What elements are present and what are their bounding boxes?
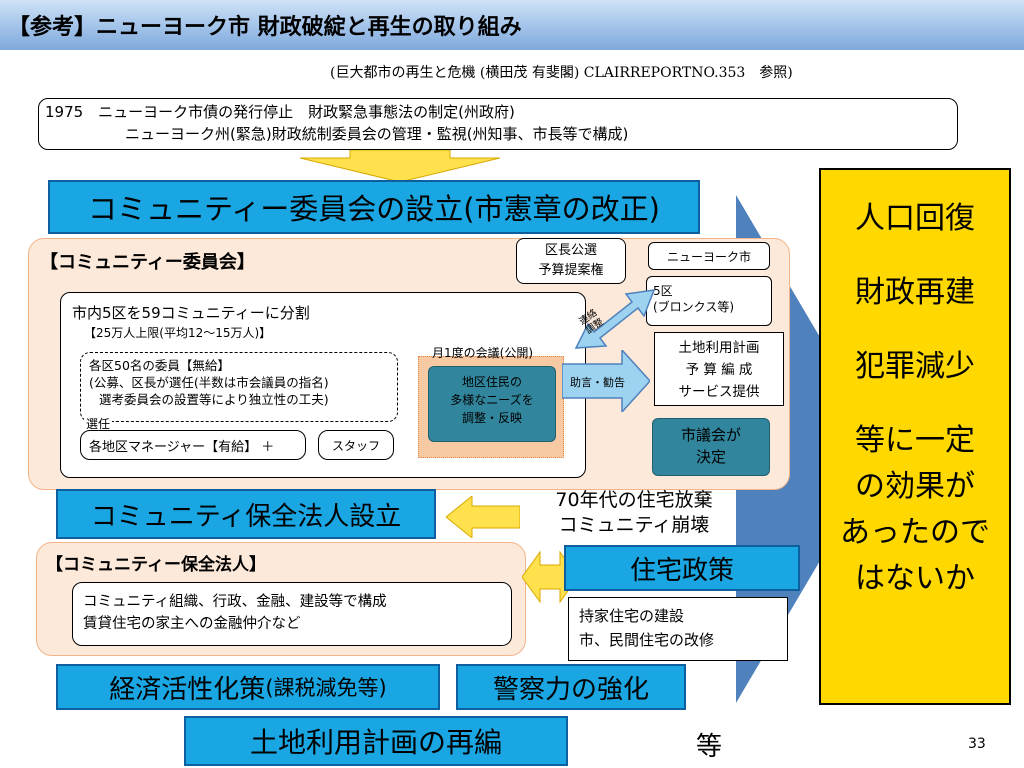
conclusion-line-2: 財政再建 (855, 275, 975, 310)
title-bar: 【参考】ニューヨーク市 財政破綻と再生の取り組み (0, 0, 1024, 50)
monthly-meeting-label: 月1度の会議(公開) (432, 346, 533, 360)
select-label: 選任 (84, 415, 113, 432)
economy-main: 経済活性化策 (109, 674, 266, 705)
cpc-detail-line-1: コミュニティ組織、行政、金融、建設等で構成 (83, 594, 387, 610)
mayor-power-line-1: 区長公選 (544, 243, 597, 258)
landuse-budget-box: 土地利用計画 予 算 編 成 サービス提供 (654, 332, 784, 406)
council-line-1: 市議会が (680, 426, 741, 444)
fiscal-line-2: ニューヨーク州(緊急)財政統制委員会の管理・監視(州知事、市長等で構成) (125, 125, 629, 143)
residents-line-1: 地区住民の (461, 375, 522, 389)
economy-header: 経済活性化策(課税減免等) (56, 664, 440, 710)
cpc-label: 【コミュニティー保全法人】 (46, 555, 266, 575)
district-split-text: 市内5区を59コミュニティーに分割 (72, 304, 310, 322)
residents-line-2: 多様なニーズを (450, 393, 534, 407)
left-arrow-icon (446, 496, 520, 538)
advice-label: 助言・勧告 (570, 376, 625, 389)
etc-text: 等 (696, 732, 723, 762)
economy-sub: (課税減免等) (265, 676, 387, 700)
community-committee-header: コミュニティー委員会の設立(市憲章の改正) (48, 180, 700, 234)
cpc-detail-box: コミュニティ組織、行政、金融、建設等で構成 賃貸住宅の家主への金融仲介など (72, 582, 512, 646)
council-line-2: 決定 (695, 448, 726, 466)
conclusion-box: 人口回復 財政再建 犯罪減少 等に一定 の効果が あったので はないか (819, 168, 1011, 705)
police-header: 警察力の強化 (456, 664, 686, 710)
borough-line-1: 5区 (653, 284, 673, 298)
conclusion-line-1: 人口回復 (855, 201, 975, 236)
landuse-line-1: 土地利用計画 (678, 340, 760, 356)
landuse-line-2: 予 算 編 成 (685, 362, 753, 378)
members-line-1: 各区50名の委員【無給】 (89, 358, 230, 373)
housing-detail-box: 持家住宅の建設 市、民間住宅の改修 (568, 597, 788, 661)
fiscal-line-1: 1975 ニューヨーク市債の発行停止 財政緊急事態法の制定(州政府) (45, 103, 515, 121)
conclusion-line-3: 犯罪減少 (855, 349, 975, 384)
housing-line-1: 持家住宅の建設 (579, 607, 685, 625)
advice-arrow-icon (562, 350, 650, 412)
page-number: 33 (968, 736, 986, 752)
landuse-line-3: サービス提供 (678, 384, 760, 400)
borough-box: 5区 (ブロンクス等) (646, 276, 772, 326)
cpc-header: コミュニティ保全法人設立 (56, 489, 436, 539)
nyc-box: ニューヨーク市 (648, 242, 770, 270)
seventies-text: 70年代の住宅放棄 コミュニティ崩壊 (524, 488, 744, 538)
residents-needs-box: 地区住民の 多様なニーズを 調整・反映 (428, 366, 556, 442)
housing-line-2: 市、民間住宅の改修 (579, 631, 715, 649)
fiscal-emergency-box: 1975 ニューヨーク市債の発行停止 財政緊急事態法の制定(州政府) ニューヨー… (38, 98, 958, 150)
committee-label: 【コミュニティー委員会】 (40, 252, 255, 273)
conclusion-line-7: はないか (855, 561, 975, 596)
source-note: (巨大都市の再生と危機 (横田茂 有斐閣) CLAIRREPORTNO.353 … (330, 65, 793, 81)
residents-line-3: 調整・反映 (461, 411, 522, 425)
manager-box: 各地区マネージャー【有給】 ＋ (80, 430, 306, 460)
liaison-double-arrow-icon (574, 289, 656, 349)
staff-box: スタッフ (318, 430, 394, 460)
seventies-line-2: コミュニティ崩壊 (558, 514, 710, 536)
city-council-box: 市議会が 決定 (652, 418, 770, 476)
borough-president-box: 区長公選 予算提案権 (516, 238, 626, 284)
conclusion-line-4: 等に一定 (855, 423, 975, 458)
housing-policy-header: 住宅政策 (564, 545, 800, 591)
seventies-line-1: 70年代の住宅放棄 (555, 489, 713, 511)
borough-line-2: (ブロンクス等) (653, 300, 735, 314)
landplan-header: 土地利用計画の再編 (184, 716, 568, 766)
members-line-3: 選考委員会の設置等により独立性の工夫) (99, 392, 329, 407)
cpc-detail-line-2: 賃貸住宅の家主への金融仲介など (83, 616, 301, 632)
conclusion-line-5: の効果が (855, 469, 975, 504)
mayor-power-line-2: 予算提案権 (538, 263, 604, 278)
conclusion-line-6: あったので (840, 515, 990, 550)
population-limit-text: 【25万人上限(平均12～15万人)】 (84, 326, 272, 340)
slide-title: 【参考】ニューヨーク市 財政破綻と再生の取り組み (8, 15, 522, 40)
members-box: 各区50名の委員【無給】 (公募、区長が選任(半数は市会議員の指名) 選考委員会… (80, 352, 398, 422)
members-line-2: (公募、区長が選任(半数は市会議員の指名) (89, 375, 329, 390)
down-arrow-icon (300, 150, 500, 182)
